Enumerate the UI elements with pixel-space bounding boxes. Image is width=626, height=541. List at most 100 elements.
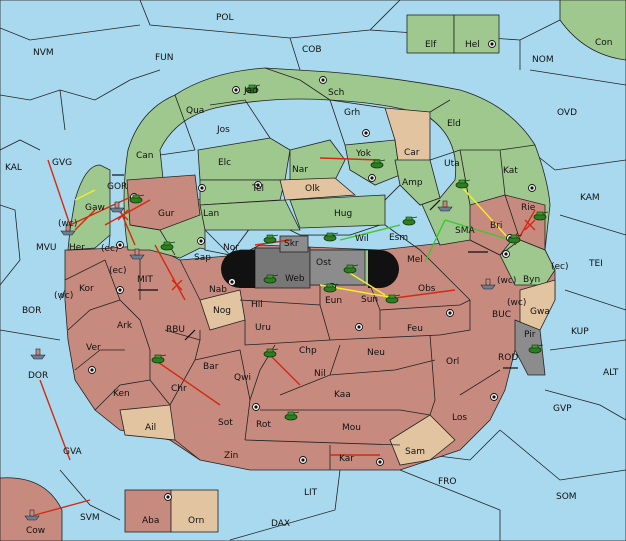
label-nom: NOM: [532, 55, 554, 65]
territory-amp[interactable]: [394, 159, 441, 206]
army-unit-icon[interactable]: [343, 264, 359, 274]
army-unit-icon[interactable]: [370, 159, 386, 169]
label-elc: Elc: [218, 158, 231, 168]
label-uta: Uta: [444, 159, 460, 169]
supply-center-icon: [528, 184, 536, 192]
army-unit-icon[interactable]: [323, 283, 339, 293]
label-can: Can: [136, 151, 154, 161]
label-rbu: RBU: [166, 325, 185, 335]
label-web: Web: [285, 274, 305, 284]
supply-center-icon: [116, 241, 124, 249]
fleet-unit-icon[interactable]: [129, 248, 145, 260]
army-unit-icon[interactable]: [323, 232, 339, 242]
label-jad: Jad: [243, 86, 258, 96]
label-gwa: Gwa: [530, 307, 550, 317]
label-amp: Amp: [402, 178, 423, 188]
label-mvu: MVU: [36, 243, 57, 253]
label-kup: KUP: [571, 327, 589, 337]
army-unit-icon[interactable]: [263, 348, 279, 358]
label-kaa: Kaa: [334, 390, 351, 400]
label-lit: LIT: [304, 488, 318, 498]
label-buc: BUC: [492, 310, 511, 320]
units: [24, 84, 549, 521]
label-her-ec: (ec): [101, 244, 119, 254]
label-con: Con: [595, 38, 613, 48]
supply-center-icon: [299, 456, 307, 464]
fleet-unit-icon[interactable]: [60, 224, 76, 236]
label-sun: Sun: [361, 295, 378, 305]
army-unit-icon[interactable]: [245, 84, 261, 94]
label-gva: GVA: [63, 447, 83, 457]
label-gaw-wc: (wc): [58, 219, 77, 229]
label-bar: Bar: [203, 362, 219, 372]
impassable-east: [368, 250, 399, 288]
label-orn: Orn: [188, 516, 204, 526]
territory-olk[interactable]: [279, 177, 357, 201]
army-unit-icon[interactable]: [533, 211, 549, 221]
land-labels: Elf Hel Jad Sch Qua Grh Eld Jos Can Yok …: [26, 40, 550, 536]
territory-lan[interactable]: [199, 199, 301, 231]
label-som: SOM: [556, 492, 577, 502]
label-rot: Rot: [256, 420, 271, 430]
territory-yok[interactable]: [344, 139, 401, 186]
label-gor: GOR: [107, 182, 127, 192]
label-ail: Ail: [145, 423, 156, 433]
label-nvm: NVM: [33, 48, 54, 58]
territory-sam[interactable]: [389, 414, 456, 466]
supply-center-icon: [368, 174, 376, 182]
label-car: Car: [404, 148, 420, 158]
army-unit-icon[interactable]: [385, 294, 401, 304]
territory-elc[interactable]: [197, 137, 291, 181]
army-unit-icon[interactable]: [528, 344, 544, 354]
territory-gur[interactable]: [126, 174, 201, 231]
label-gwa-wc: (wc): [507, 298, 526, 308]
supply-center-icon: [197, 237, 205, 245]
supply-center-icon: [198, 184, 206, 192]
label-chp: Chp: [299, 346, 317, 356]
label-esm: Esm: [389, 233, 408, 243]
army-unit-icon[interactable]: [263, 234, 279, 244]
label-gaw: Gaw: [85, 203, 105, 213]
label-cob: COB: [302, 45, 322, 55]
supply-center-icon: [228, 278, 236, 286]
supply-center-icon: [502, 250, 510, 258]
army-unit-icon[interactable]: [402, 216, 418, 226]
fleet-unit-icon[interactable]: [24, 509, 40, 521]
fleet-unit-icon[interactable]: [437, 200, 453, 212]
army-unit-icon[interactable]: [160, 241, 176, 251]
territory-nar[interactable]: [289, 139, 346, 181]
territory-gaw[interactable]: [67, 164, 111, 251]
supply-center-icon: [355, 323, 363, 331]
fleet-unit-icon[interactable]: [30, 348, 46, 360]
label-jos: Jos: [216, 125, 230, 135]
label-kor: Kor: [79, 284, 94, 294]
territory-aba[interactable]: [124, 489, 172, 533]
territory-pir[interactable]: [514, 319, 546, 376]
army-unit-icon[interactable]: [507, 234, 523, 244]
territory-ost[interactable]: [309, 249, 366, 286]
label-obs: Obs: [418, 284, 436, 294]
army-unit-icon[interactable]: [455, 179, 471, 189]
label-elf: Elf: [425, 40, 437, 50]
fleet-unit-icon[interactable]: [480, 278, 496, 290]
label-ken: Ken: [113, 389, 130, 399]
army-unit-icon[interactable]: [263, 274, 279, 284]
green-borders: [129, 67, 536, 256]
label-nar: Nar: [292, 165, 308, 175]
territory-orn[interactable]: [170, 489, 219, 533]
fleet-unit-icon[interactable]: [109, 201, 125, 213]
label-yok: Yok: [355, 149, 372, 159]
army-unit-icon[interactable]: [284, 411, 300, 421]
label-gvg: GVG: [52, 158, 72, 168]
label-ost: Ost: [316, 258, 332, 268]
supply-center-icon: [446, 309, 454, 317]
label-mit: MIT: [137, 275, 153, 285]
label-feu: Feu: [407, 324, 423, 334]
army-unit-icon[interactable]: [151, 354, 167, 364]
territory-cow[interactable]: [0, 477, 63, 541]
province-borders: [64, 249, 501, 470]
label-kor-wc: (wc): [54, 291, 73, 301]
territory-gwa[interactable]: [519, 279, 556, 331]
army-unit-icon[interactable]: [129, 194, 145, 204]
